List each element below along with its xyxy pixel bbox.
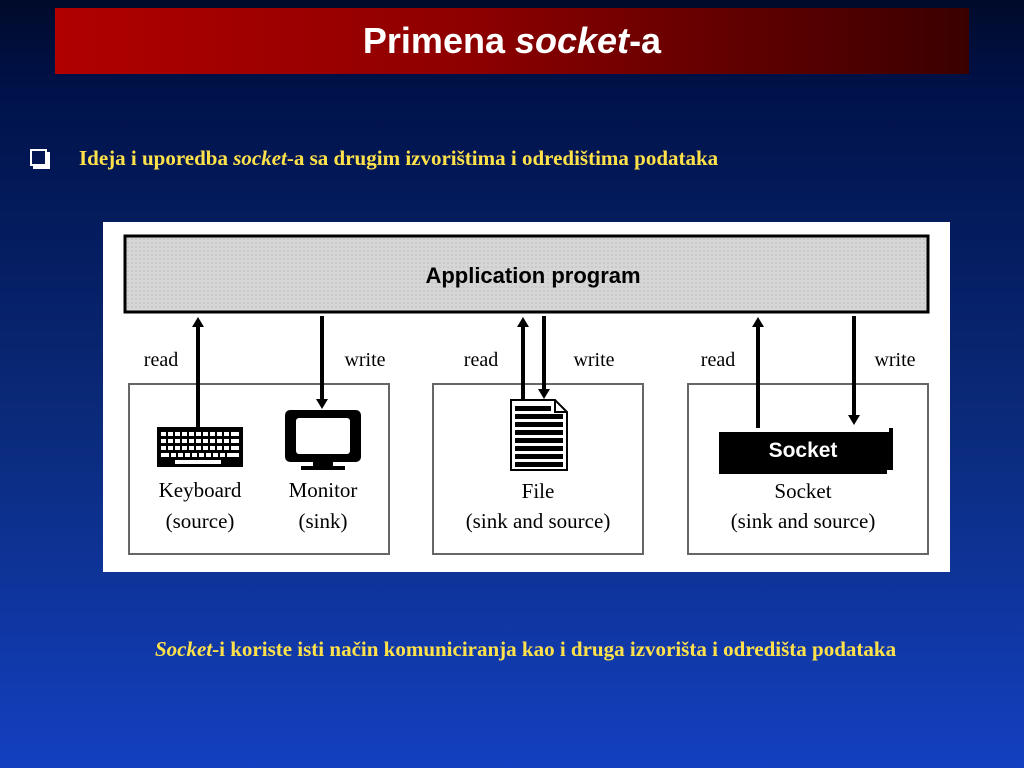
application-program-label: Application program	[425, 263, 640, 288]
bullet-text: Ideja i uporedba socket-a sa drugim izvo…	[79, 146, 719, 170]
socket-label: Socket	[774, 479, 831, 503]
application-program-box	[123, 234, 930, 314]
socket-icon: Socket	[719, 428, 893, 474]
socket-diagram: Application program read write read writ…	[103, 222, 950, 572]
keyboard-icon	[157, 427, 243, 467]
read-label: read	[464, 349, 498, 371]
keyboard-label: Keyboard	[159, 478, 242, 502]
monitor-label: Monitor	[289, 478, 358, 502]
socket-role-label: (sink and source)	[731, 509, 876, 533]
file-label: File	[522, 479, 555, 503]
socket-icon-label: Socket	[769, 439, 838, 462]
checkbox-bullet-icon	[30, 149, 47, 166]
write-label: write	[344, 349, 385, 371]
keyboard-role-label: (source)	[166, 509, 235, 533]
monitor-icon	[285, 410, 361, 470]
bullet-row: Ideja i uporedba socket-a sa drugim izvo…	[30, 146, 718, 171]
slide-title: Primena socket-a	[362, 20, 662, 61]
title-bar: Primena socket-a	[55, 8, 969, 74]
file-document-icon	[510, 399, 568, 471]
write-label: write	[874, 349, 915, 371]
read-label: read	[144, 349, 178, 371]
read-label: read	[701, 349, 735, 371]
file-role-label: (sink and source)	[466, 509, 611, 533]
write-label: write	[573, 349, 614, 371]
caption-text: Socket-i koriste isti način komuniciranj…	[155, 637, 897, 661]
monitor-role-label: (sink)	[299, 509, 348, 533]
